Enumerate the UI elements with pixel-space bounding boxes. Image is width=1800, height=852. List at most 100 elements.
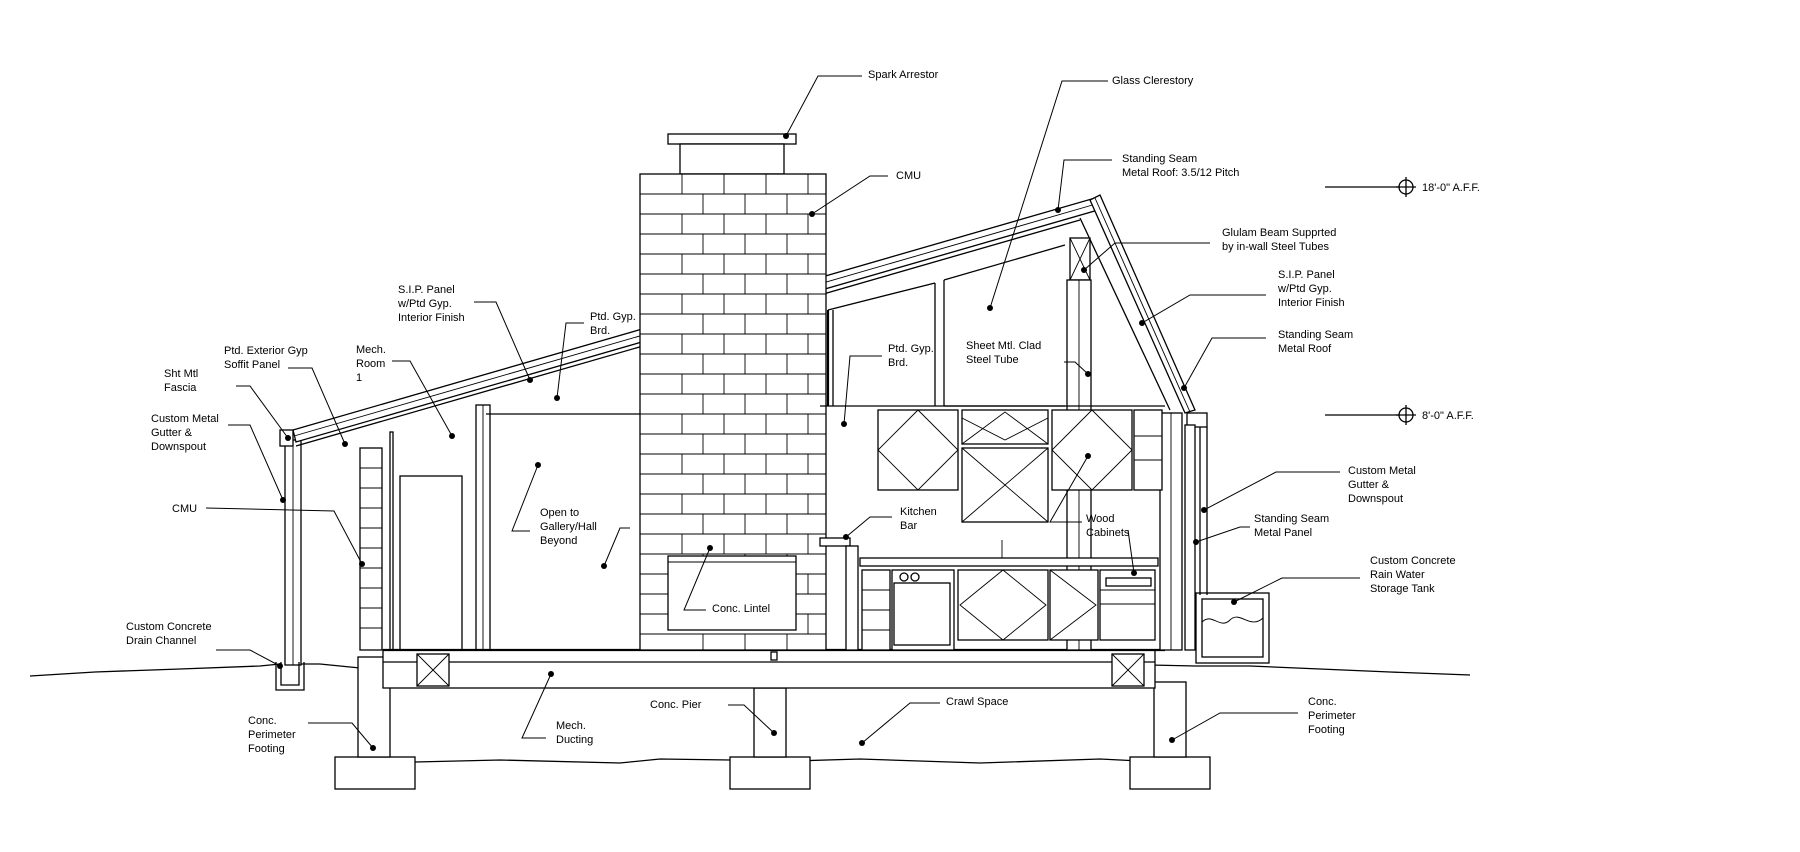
label-line: Standing Seam bbox=[1122, 153, 1197, 165]
leader-dot bbox=[843, 534, 849, 540]
label-line: Sht Mtl bbox=[164, 368, 198, 380]
label-line: Perimeter bbox=[248, 729, 296, 741]
label-line: Custom Concrete bbox=[1370, 555, 1456, 567]
label-line: Sheet Mtl. Clad bbox=[966, 340, 1041, 352]
leader-dot bbox=[277, 663, 283, 669]
label-line: Footing bbox=[248, 743, 285, 755]
label-line: Drain Channel bbox=[126, 635, 196, 647]
leader-dot bbox=[859, 740, 865, 746]
leader-line bbox=[603, 527, 630, 567]
leader-dot bbox=[1055, 207, 1061, 213]
leader-dot bbox=[783, 133, 789, 139]
leader-dot bbox=[1181, 385, 1187, 391]
label-line: Standing Seam bbox=[1254, 513, 1329, 525]
label-line: Brd. bbox=[888, 357, 908, 369]
leader-dot bbox=[771, 730, 777, 736]
leader-dot bbox=[1169, 737, 1175, 743]
label-line: Glass Clerestory bbox=[1112, 75, 1194, 87]
label-line: 1 bbox=[356, 372, 362, 384]
label-line: Ptd. Gyp. bbox=[590, 311, 636, 323]
callout-wood-cabinets-b bbox=[1127, 529, 1137, 576]
kitchen-bar bbox=[819, 537, 859, 651]
label-line: Metal Panel bbox=[1254, 527, 1312, 539]
label-line: Custom Concrete bbox=[126, 621, 212, 633]
leader-dot bbox=[285, 435, 291, 441]
leader-line bbox=[236, 385, 289, 439]
footing-right bbox=[1129, 681, 1211, 790]
footing-center-pier bbox=[729, 687, 811, 790]
label-line: Downspout bbox=[151, 441, 206, 453]
label-line: Fascia bbox=[164, 382, 197, 394]
callout-cmu-chimney: CMU bbox=[809, 170, 921, 217]
leader-line bbox=[308, 722, 374, 749]
callout-glass-clerestory: Glass Clerestory bbox=[987, 75, 1194, 311]
mech-room bbox=[389, 404, 491, 651]
level-marker-lower: 8'-0" A.F.F. bbox=[1325, 405, 1474, 425]
upper-cabinets bbox=[877, 409, 1163, 523]
leader-line bbox=[511, 464, 539, 532]
leader-line bbox=[843, 355, 882, 425]
label-line: S.I.P. Panel bbox=[1278, 269, 1335, 281]
label-line: CMU bbox=[172, 503, 197, 515]
label-line: Storage Tank bbox=[1370, 583, 1435, 595]
leader-line bbox=[1195, 526, 1250, 543]
label-line: CMU bbox=[896, 170, 921, 182]
leader-dot bbox=[1201, 507, 1207, 513]
label-line: Custom Metal bbox=[1348, 465, 1416, 477]
label-line: S.I.P. Panel bbox=[398, 284, 455, 296]
callout-conc-pier: Conc. Pier bbox=[650, 699, 777, 736]
label-line: Ptd. Exterior Gyp bbox=[224, 345, 308, 357]
countertop bbox=[859, 540, 1159, 567]
leader-dot bbox=[601, 563, 607, 569]
leader-line bbox=[556, 322, 584, 399]
leader-line bbox=[228, 424, 284, 501]
label-line: w/Ptd Gyp. bbox=[1277, 283, 1332, 295]
label-line: Rain Water bbox=[1370, 569, 1425, 581]
level-label-upper: 18'-0" A.F.F. bbox=[1422, 182, 1480, 194]
label-line: Ducting bbox=[556, 734, 593, 746]
leader-dot bbox=[841, 421, 847, 427]
leader-line bbox=[989, 80, 1108, 309]
level-label-lower: 8'-0" A.F.F. bbox=[1422, 410, 1474, 422]
label-line: Beyond bbox=[540, 535, 577, 547]
leader-line bbox=[1057, 159, 1112, 211]
label-line: by in-wall Steel Tubes bbox=[1222, 241, 1329, 253]
cmu-wall-left bbox=[359, 447, 383, 651]
label-line: Room bbox=[356, 358, 385, 370]
right-wall bbox=[1159, 412, 1196, 651]
leader-line bbox=[1127, 529, 1135, 574]
label-cmu-chimney: CMU bbox=[896, 170, 921, 182]
leader-line bbox=[216, 649, 281, 667]
leader-dot bbox=[449, 433, 455, 439]
label-line: Conc. Pier bbox=[650, 699, 702, 711]
leader-dot bbox=[1081, 267, 1087, 273]
label-spark-arrestor: Spark Arrestor bbox=[868, 69, 939, 81]
label-line: Metal Roof bbox=[1278, 343, 1332, 355]
label-line: Gutter & bbox=[1348, 479, 1390, 491]
callout-ptd-gyp-brd-left: Ptd. Gyp.Brd. bbox=[554, 311, 636, 401]
label-conc-pier: Conc. Pier bbox=[650, 699, 702, 711]
label-line: Perimeter bbox=[1308, 710, 1356, 722]
callout-spark-arrestor: Spark Arrestor bbox=[783, 69, 939, 139]
leader-line bbox=[1049, 455, 1089, 523]
label-line: Soffit Panel bbox=[224, 359, 280, 371]
label-line: Steel Tube bbox=[966, 354, 1019, 366]
callout-open-to-gallery-b bbox=[601, 527, 630, 569]
